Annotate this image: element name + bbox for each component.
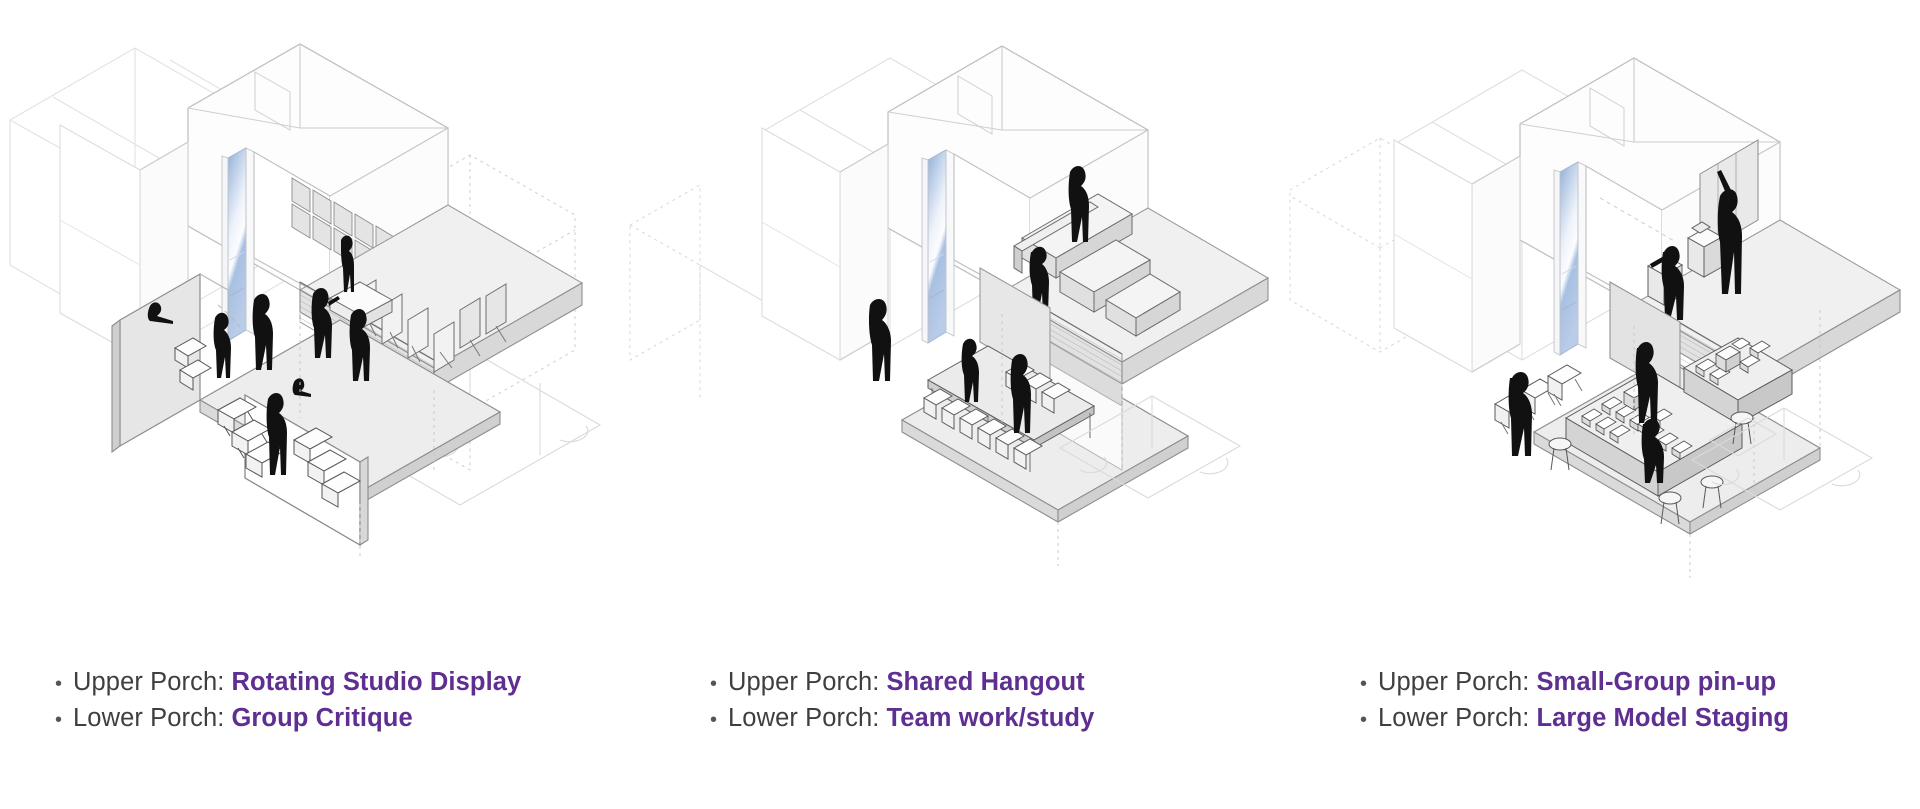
architectural-models-secondary [1695, 337, 1771, 386]
glass-curtain-wall [921, 149, 955, 344]
bullet-dot-icon: • [710, 673, 718, 695]
lower-porch-label: Lower Porch: [73, 704, 225, 732]
panel-3-caption: • Upper Porch: Small-Group pin-up • Lowe… [1280, 660, 1920, 809]
panel-3 [1280, 0, 1920, 660]
upper-porch-label: Upper Porch: [1378, 668, 1530, 696]
lower-porch-stools [1548, 411, 1754, 525]
alignment-guides [1633, 310, 1821, 578]
panel-1 [0, 0, 640, 660]
figure-silhouette [1508, 342, 1664, 483]
glass-curtain-wall [217, 147, 255, 342]
lower-porch-value: Group Critique [231, 704, 413, 732]
upper-porch-value: Shared Hangout [886, 668, 1085, 696]
figure-silhouette [868, 299, 1031, 433]
model-staging-table-secondary [1682, 337, 1794, 425]
figure-silhouette [341, 235, 354, 292]
panel-1-lower-porch-bullet: • Lower Porch: Group Critique [55, 704, 640, 733]
lower-porch-label: Lower Porch: [1378, 704, 1530, 732]
upper-porch-label: Upper Porch: [728, 668, 880, 696]
upper-porch-label: Upper Porch: [73, 668, 225, 696]
panel-2-upper-porch-bullet: • Upper Porch: Shared Hangout [710, 668, 1280, 697]
context-lower-slab-outline [1058, 395, 1242, 499]
context-dashed-volumes [629, 184, 701, 400]
panel-1-caption: • Upper Porch: Rotating Studio Display •… [0, 660, 640, 809]
upper-porch-value: Small-Group pin-up [1536, 668, 1777, 696]
lower-porch-value: Team work/study [886, 704, 1095, 732]
bullet-dot-icon: • [1360, 673, 1368, 695]
bullet-dot-icon: • [55, 709, 63, 731]
right-wall-with-display-grid [253, 127, 449, 301]
context-lower-slab-outline [1690, 407, 1874, 511]
panel-2-caption: • Upper Porch: Shared Hangout • Lower Po… [640, 660, 1280, 809]
panel-2-axonometric-drawing [629, 45, 1270, 566]
panel-1-upper-porch-bullet: • Upper Porch: Rotating Studio Display [55, 668, 640, 697]
panel-3-upper-porch-bullet: • Upper Porch: Small-Group pin-up [1360, 668, 1920, 697]
panel-3-axonometric-drawing [1289, 57, 1902, 578]
lower-porch-value: Large Model Staging [1536, 704, 1790, 732]
critique-audience-chairs [174, 337, 362, 508]
panel-row [0, 0, 1920, 660]
bullet-dot-icon: • [710, 709, 718, 731]
alignment-guides [299, 312, 435, 560]
lower-left-room-walls [111, 272, 229, 454]
caption-row: • Upper Porch: Rotating Studio Display •… [0, 660, 1920, 809]
upper-porch-value: Rotating Studio Display [231, 668, 522, 696]
bullet-dot-icon: • [1360, 709, 1368, 731]
figure-silhouette [1029, 166, 1089, 315]
panel-2-lower-porch-bullet: • Lower Porch: Team work/study [710, 704, 1280, 733]
figure-silhouette [1650, 170, 1742, 320]
lower-porch-label: Lower Porch: [728, 704, 880, 732]
panel-2 [629, 0, 1280, 660]
left-wall-plane [1393, 139, 1521, 373]
lower-porch-chairs [922, 362, 1072, 470]
panel-3-lower-porch-bullet: • Lower Porch: Large Model Staging [1360, 704, 1920, 733]
panel-1-axonometric-drawing [9, 43, 602, 560]
alignment-guides [1001, 314, 1123, 566]
bullet-dot-icon: • [55, 673, 63, 695]
glass-curtain-wall [1553, 161, 1587, 356]
figure-silhouette [147, 288, 370, 475]
